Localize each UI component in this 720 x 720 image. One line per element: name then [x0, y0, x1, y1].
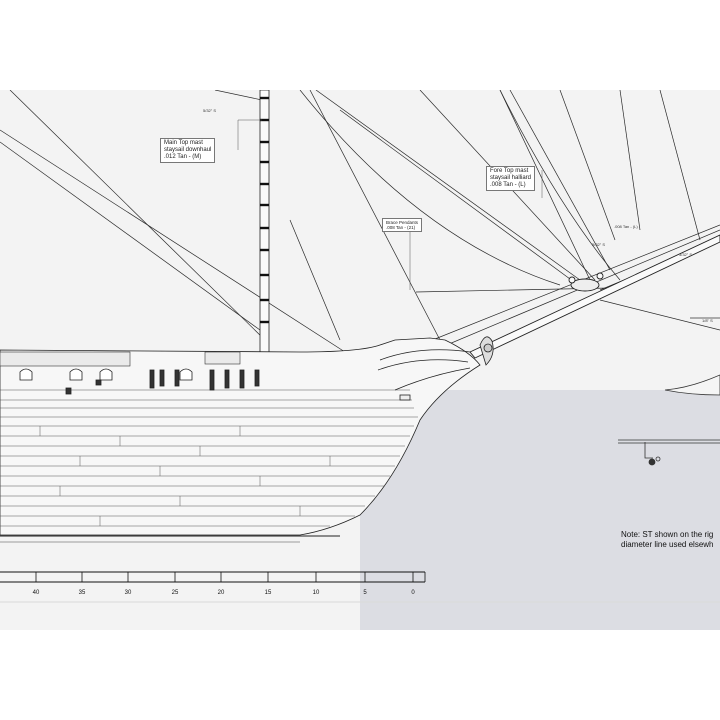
size-label: 3/32" S — [679, 252, 692, 257]
size-label: 1/8" S — [702, 318, 713, 323]
rigging-lines — [0, 90, 720, 353]
plan-sheet: Main Top mast staysail downhaul .012 Tan… — [0, 90, 720, 630]
ship-plan-drawing — [0, 90, 720, 630]
label-line: .012 Tan - (M) — [164, 154, 202, 160]
scale-tick-label: 25 — [171, 590, 179, 596]
fore-top-staysail-label: Fore Top mast staysail halliard .008 Tan… — [486, 166, 536, 191]
note-line: diameter line used elsewh — [621, 540, 714, 549]
hull — [0, 336, 494, 543]
label-line: staysail halliard — [490, 175, 532, 181]
scale-tick-label: 35 — [78, 590, 86, 596]
bowsprit — [469, 234, 720, 359]
water-band — [360, 390, 720, 630]
scale-tick-label: 0 — [411, 590, 415, 596]
label-line: .008 Tan - (L) — [490, 182, 526, 188]
detail-fittings — [618, 317, 720, 466]
label-line: staysail downhaul — [164, 147, 212, 153]
scale-tick-label: 20 — [217, 590, 225, 596]
size-label: 5/32" S — [203, 108, 216, 113]
scale-tick-label: 15 — [264, 590, 272, 596]
rigging-note: Note: ST shown on the rig diameter line … — [621, 530, 714, 550]
brace-pendants-label: Brace Pendants .008 Tan - (21) — [382, 218, 423, 232]
label-line: Fore Top mast — [490, 168, 529, 174]
label-line: Main Top mast — [164, 140, 203, 146]
size-label: 5/32" S — [592, 242, 605, 247]
scale-bar — [0, 571, 426, 583]
scale-tick-label: 40 — [32, 590, 40, 596]
note-line: Note: ST shown on the rig — [621, 530, 714, 539]
leader-lines — [237, 119, 543, 290]
main-top-staysail-label: Main Top mast staysail downhaul .012 Tan… — [160, 138, 216, 163]
label-line: Brace Pendants — [386, 220, 419, 225]
scale-tick-label: 5 — [363, 590, 367, 596]
downhaul-label: .008 Tan - (L) — [614, 224, 638, 229]
scale-tick-label: 30 — [124, 590, 132, 596]
main-mast — [259, 90, 270, 361]
scale-tick-label: 10 — [312, 590, 320, 596]
label-line: .008 Tan - (21) — [386, 225, 416, 230]
